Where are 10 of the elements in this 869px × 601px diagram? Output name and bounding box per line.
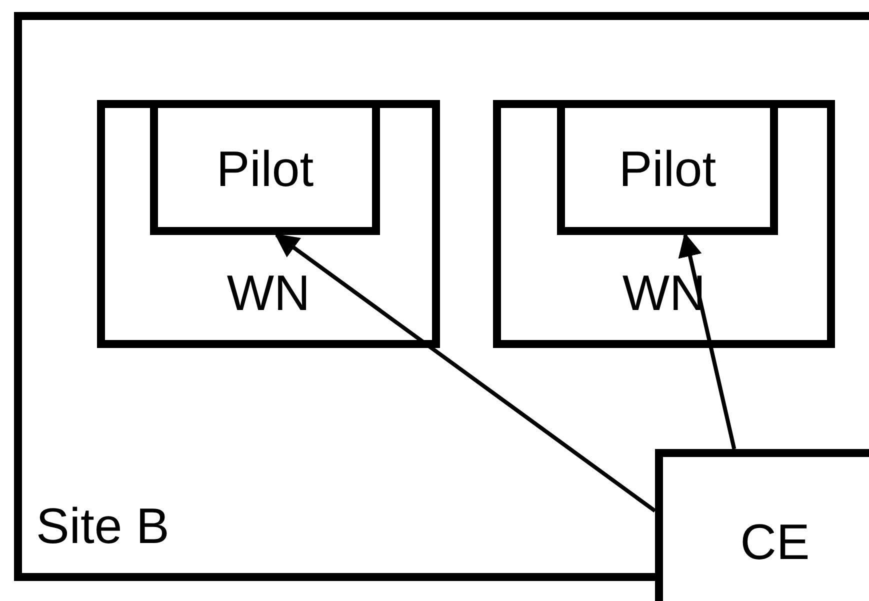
node-label: Pilot [618, 144, 718, 194]
node-label: WN [226, 268, 312, 318]
compute-element-box [655, 449, 869, 601]
node-label: Pilot [215, 144, 315, 194]
arrow [678, 232, 736, 450]
node-label: Site B [36, 501, 170, 551]
arrow [274, 233, 656, 513]
node-label: CE [739, 517, 811, 567]
worker-node-box [97, 100, 440, 348]
worker-node-box [493, 100, 835, 348]
